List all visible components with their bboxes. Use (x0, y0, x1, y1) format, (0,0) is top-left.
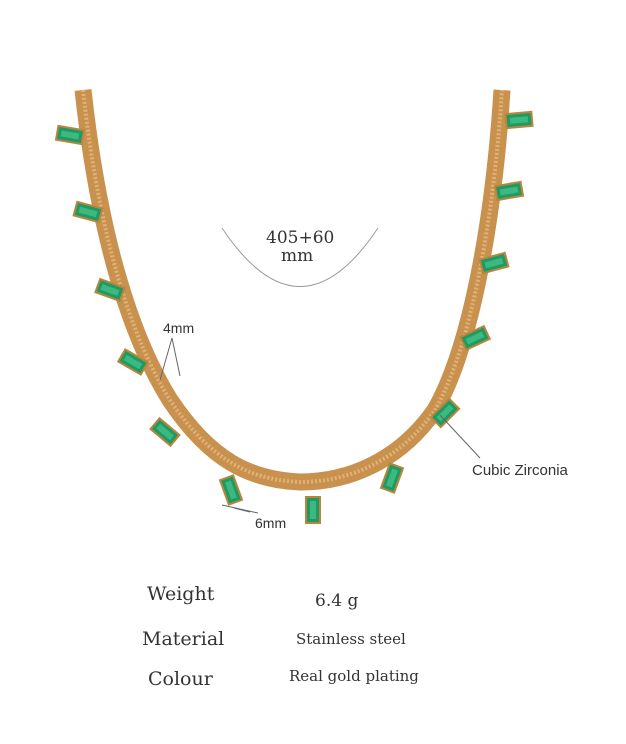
gem (504, 110, 534, 130)
chain-width-label: 4mm (163, 320, 195, 336)
gem (429, 397, 461, 429)
stone-label: Cubic Zirconia (472, 462, 568, 479)
gem (94, 277, 126, 303)
gem (458, 324, 492, 352)
gem (493, 180, 525, 202)
spec-label-weight: Weight (147, 583, 215, 605)
length-arc (221, 227, 379, 287)
length-unit: mm (281, 246, 314, 266)
spec-value-colour: Real gold plating (289, 667, 419, 685)
stone-size-pointer (221, 504, 259, 514)
stone-size-label: 6mm (255, 515, 287, 531)
spec-value-weight: 6.4 g (315, 591, 359, 611)
length-value: 405+60 (266, 228, 335, 248)
stone-pointer (439, 414, 481, 459)
spec-label-material: Material (142, 628, 225, 650)
gems (54, 110, 534, 524)
gem (54, 124, 86, 146)
chain-width-pointer (159, 337, 181, 381)
gem (149, 416, 181, 448)
spec-value-material: Stainless steel (296, 630, 406, 648)
gem (478, 251, 510, 275)
gem (305, 496, 321, 524)
spec-label-colour: Colour (148, 668, 213, 690)
gem (116, 348, 150, 376)
gem (379, 462, 405, 494)
gem (72, 200, 104, 224)
gem (218, 474, 244, 506)
